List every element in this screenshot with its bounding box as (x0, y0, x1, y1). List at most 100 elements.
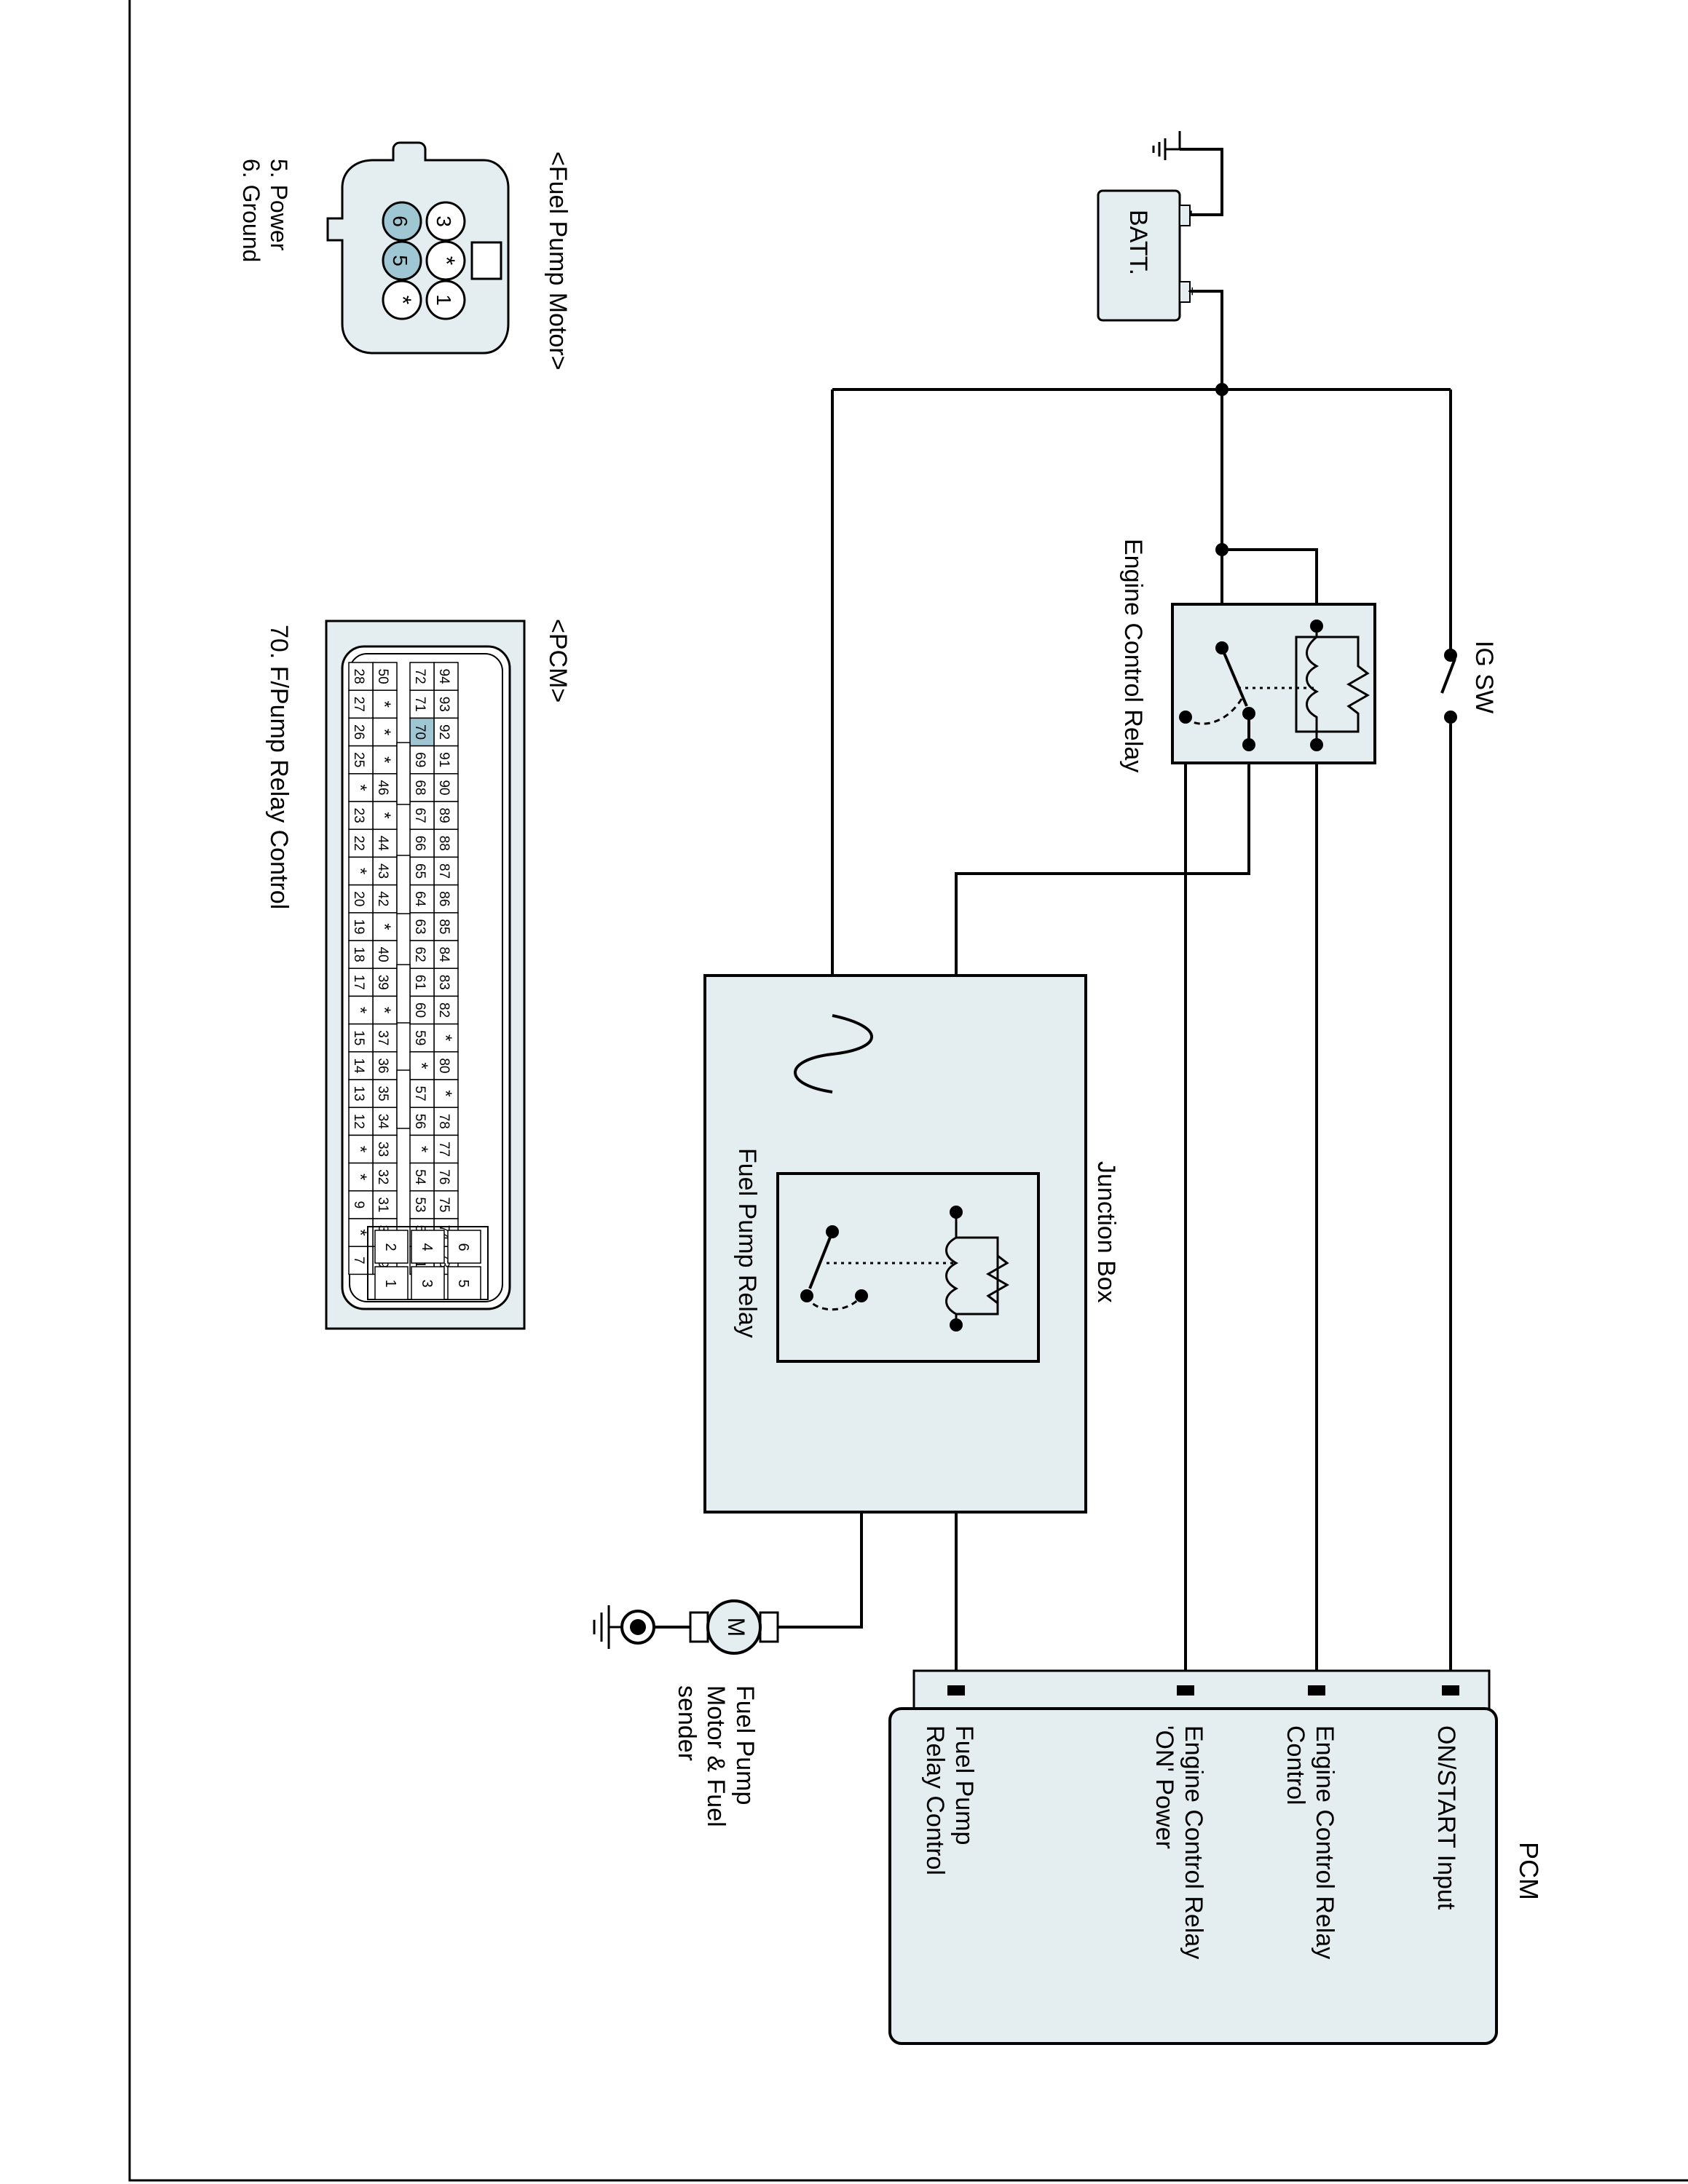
pcm-pin-cell (348, 1051, 374, 1080)
pcm-pin-label: 35 (375, 1086, 390, 1101)
pcm-pin-label: * (350, 1229, 370, 1235)
pcm-pin-cell (409, 1134, 435, 1164)
pcm-pin-cell (372, 1051, 398, 1080)
pcm-pin-cell (348, 1107, 374, 1136)
pcm-pin-label: 34 (375, 1114, 390, 1130)
pcm-aux-pin-label: 4 (419, 1243, 435, 1251)
pcm-pin-cell (409, 912, 435, 941)
battery-label: BATT. (1124, 210, 1152, 275)
pcm-pin-cell (409, 1107, 435, 1136)
pcm-pin-cell (409, 801, 435, 830)
pcm-pin-label: 14 (351, 1058, 366, 1074)
pcm-pin-cell (433, 995, 459, 1025)
pcm-pin-label: * (411, 1146, 431, 1152)
battery-neg-label: - (1183, 210, 1202, 215)
fuse (794, 1014, 873, 1093)
pcm-pin-label: 40 (375, 947, 390, 962)
pcm-grid-key (396, 1069, 411, 1129)
fuel-pump-relay-label: Fuel Pump Relay (733, 1148, 761, 1338)
battery-ground-icon (1152, 131, 1181, 160)
pcm-pin-label: * (350, 1146, 370, 1152)
pcm-pin-cell (348, 1079, 374, 1108)
pcm-pin-label: 83 (436, 975, 451, 990)
pcm-pin-cell (372, 1079, 398, 1108)
pcm-pin-label: 88 (436, 836, 451, 851)
pcm-pin-label: 87 (436, 863, 451, 879)
pcm-pin-label: 28 (351, 669, 366, 684)
pcm-pin-label: 60 (412, 1002, 427, 1018)
pcm-pin-label: 85 (436, 919, 451, 934)
pcm-pin-label: * (435, 1090, 455, 1096)
pcm-pin-label: 67 (412, 808, 427, 823)
pcm-pin-label: 32 (375, 1169, 390, 1184)
fuel-pump-motor-connector: <Fuel Pump Motor> 3 * 1 6 5 * 5. Power 6… (238, 141, 572, 370)
pcm-title: PCM (1514, 1842, 1544, 1900)
pcm-pin-label: 26 (351, 724, 366, 740)
pcm-pin-label: 39 (375, 975, 390, 990)
pcm-pin-label: 19 (351, 919, 366, 934)
pcm-pin-label: * (374, 1007, 394, 1013)
pcm-pin-label: 90 (436, 780, 451, 795)
pcm-pin-label: 22 (351, 836, 366, 851)
pcm-pin-label: * (350, 1174, 370, 1180)
pin-label: 3 (433, 215, 455, 227)
pcm-pin-cell (348, 884, 374, 914)
pcm-pin-cell (433, 662, 459, 691)
pcm-pin-label: 13 (351, 1086, 366, 1101)
pcm-aux-pin-cell (447, 1230, 481, 1264)
pcm-pin-cell (348, 968, 374, 997)
pcm-pin-label: 92 (436, 724, 451, 740)
engine-control-relay: Engine Control Relay (1119, 539, 1376, 772)
pcm-pin-cell (409, 1162, 435, 1192)
pcm-pin-label: 91 (436, 752, 451, 767)
pcm-aux-pin-cell (374, 1266, 409, 1300)
pcm-pin-cell (433, 689, 459, 719)
pcm-pin-label: 57 (412, 1086, 427, 1101)
pcm-pin-cell (372, 662, 398, 691)
pcm-pin-label: 46 (375, 780, 390, 795)
pcm-pin-label: 54 (412, 1169, 427, 1185)
pcm-pin-label: * (374, 923, 394, 930)
pcm-grid-key (396, 742, 411, 805)
pcm-pin-label: * (435, 1034, 455, 1041)
pcm-aux-pin-cell (411, 1230, 445, 1264)
pcm-pin-label: 44 (375, 836, 390, 852)
fuel-pump-motor-title: <Fuel Pump Motor> (544, 151, 572, 370)
pcm-pin-label: 23 (351, 808, 366, 823)
pcm-pin-cell (409, 1023, 435, 1053)
pcm-pin-cell (433, 940, 459, 969)
pcm-pin-label: * (374, 812, 394, 818)
pcm-pin-label: 36 (375, 1058, 390, 1073)
pin-circle (382, 280, 422, 320)
pcm-pin-label: * (350, 1007, 370, 1013)
pcm-pin-cell (348, 801, 374, 830)
pcm-pin-label: 31 (375, 1197, 390, 1212)
pin-label: 1 (433, 294, 455, 306)
pcm-pin-label: 84 (436, 947, 451, 963)
pin-label: 6 (389, 215, 411, 227)
pcm-pin-label: 42 (375, 891, 390, 906)
pcm-pin-cell (433, 1190, 459, 1219)
battery-pos-label: + (1183, 287, 1202, 296)
pcm-module: PCM ON/START Input Engine Control Relay … (888, 1669, 1544, 2045)
pcm-pin-label: 43 (375, 863, 390, 879)
pcm-pin-grid: 94939291908988878685848382*80*7877767574… (348, 662, 489, 1300)
motor-label-line2: Motor & Fuel (702, 1685, 730, 1827)
pcm-aux-pin-label: 3 (419, 1279, 435, 1287)
pcm-pin-label: 62 (412, 947, 427, 962)
pcm-connector-caption: 70. F/Pump Relay Control (265, 625, 293, 909)
junction-box: Junction Box Fuel Pump Relay (703, 974, 1120, 1514)
pcm-pin-label: 78 (436, 1114, 451, 1129)
pin-circle-power (382, 240, 422, 281)
pcm-pin-on-power-2: 'ON' Power (1151, 1725, 1178, 1849)
pcm-pin-fp-relay-1: Fuel Pump (950, 1725, 978, 1845)
pcm-pin-cell (348, 995, 374, 1025)
pcm-pin-label: 68 (412, 780, 427, 795)
pcm-pin-cell (433, 1107, 459, 1136)
pcm-aux-pin-cell (447, 1266, 481, 1300)
pcm-pin-label: * (374, 729, 394, 735)
pcm-connector-title: <PCM> (544, 619, 572, 703)
pcm-pin-label: * (350, 784, 370, 791)
pin-label: * (390, 296, 416, 304)
